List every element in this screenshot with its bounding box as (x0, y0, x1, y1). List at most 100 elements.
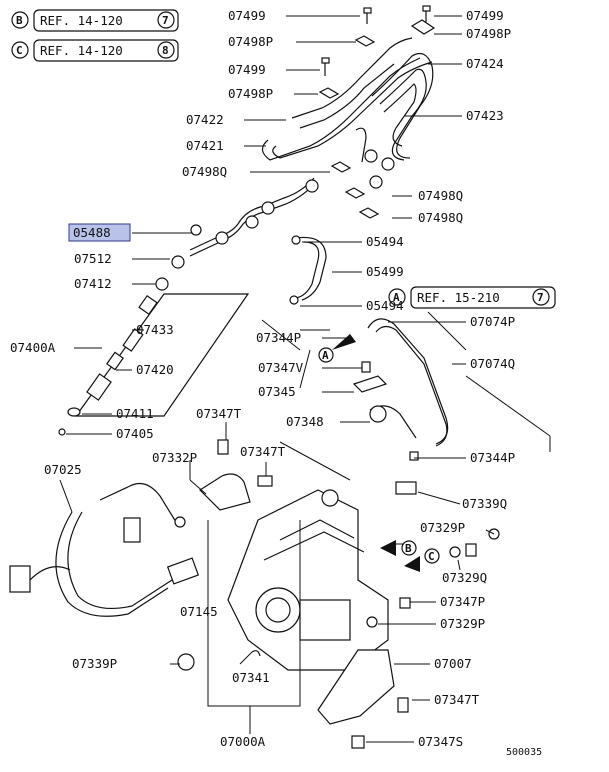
bracket-07345 (352, 375, 388, 393)
part-label[interactable]: 07339P (72, 656, 117, 671)
part-label[interactable]: 07145 (180, 604, 218, 619)
part-label[interactable]: 07347S (418, 734, 463, 749)
part-label[interactable]: 07339Q (462, 496, 507, 511)
part-label[interactable]: 05494 (366, 234, 404, 249)
part-label[interactable]: 07025 (44, 462, 82, 477)
ref-text: REF. 14-120 (40, 13, 123, 28)
pipe-07424b (272, 61, 433, 159)
part-label[interactable]: 07007 (434, 656, 472, 671)
part-label[interactable]: 07347T (196, 406, 242, 421)
ref-box-b[interactable]: B REF. 14-120 7 (11, 9, 179, 32)
part-label[interactable]: 07498P (228, 86, 273, 101)
injector-frame (74, 293, 250, 417)
hose-07074-b (375, 325, 448, 447)
highlighted-part-05488[interactable]: 05488 (68, 223, 131, 242)
part-label[interactable]: 07400A (10, 340, 56, 355)
part-label[interactable]: 07498P (228, 34, 273, 49)
part-label[interactable]: 07411 (116, 406, 154, 421)
part-label[interactable]: 07345 (258, 384, 296, 399)
callout-letter: B (405, 542, 412, 555)
ref-num: 8 (162, 44, 169, 57)
part-label[interactable]: 07498Q (418, 188, 463, 203)
ref-text: REF. 15-210 (417, 290, 500, 305)
clamp-icon (410, 19, 436, 35)
leader-lines (59, 15, 551, 743)
part-label[interactable]: 07499 (228, 62, 266, 77)
clamp-icon (318, 87, 340, 99)
arrow-c-marker[interactable]: C (404, 548, 440, 572)
part-label[interactable]: 07412 (74, 276, 112, 291)
part-label[interactable]: 07341 (232, 670, 270, 685)
bolt-icon (363, 7, 372, 24)
bolt-icon (422, 5, 431, 22)
arrow-a-marker[interactable]: A (318, 334, 356, 363)
bracket-07332P (199, 473, 251, 511)
pipe-07423c (383, 83, 417, 147)
part-label[interactable]: 07422 (186, 112, 224, 127)
diagram-id: 500035 (506, 747, 542, 758)
part-label[interactable]: 07344P (470, 450, 515, 465)
harness-07025-b (67, 511, 173, 609)
clamp-icon (330, 161, 352, 173)
part-label[interactable]: 07423 (466, 108, 504, 123)
part-label[interactable]: 07347P (440, 594, 485, 609)
bracket-07007 (317, 649, 395, 725)
part-label[interactable]: 07074P (470, 314, 515, 329)
clamp-icon (354, 35, 376, 47)
clamp-icon (358, 207, 380, 219)
bolt-icon (321, 57, 330, 76)
ref-num: 7 (162, 14, 169, 27)
ref-box-a[interactable]: A REF. 15-210 7 (388, 286, 556, 309)
clamp-icon (344, 187, 366, 199)
hose-07074 (367, 318, 449, 445)
part-label[interactable]: 07421 (186, 138, 224, 153)
part-label[interactable]: 07329P (440, 616, 485, 631)
part-label[interactable]: 07512 (74, 251, 112, 266)
part-label[interactable]: 07499 (228, 8, 266, 23)
callout-letter: C (428, 550, 435, 563)
part-label[interactable]: 07347T (240, 444, 286, 459)
ref-num: 7 (537, 291, 544, 304)
part-labels: 07499 07499 07498P 07498P 07499 07424 07… (10, 8, 542, 758)
pipe-07422b (299, 63, 395, 129)
ref-letter: C (16, 44, 23, 57)
part-label[interactable]: 05494 (366, 298, 404, 313)
harness-07025 (55, 511, 169, 617)
part-label[interactable]: 07000A (220, 734, 266, 749)
part-label: 05488 (73, 225, 111, 240)
part-label[interactable]: 07433 (136, 322, 174, 337)
part-label[interactable]: 07332P (152, 450, 197, 465)
part-label[interactable]: 07347T (434, 692, 480, 707)
pipe-07421 (355, 127, 367, 163)
leakoff-pipe (189, 177, 315, 251)
part-label[interactable]: 07329Q (442, 570, 487, 585)
part-label[interactable]: 07498Q (182, 164, 227, 179)
ref-text: REF. 14-120 (40, 43, 123, 58)
harness-wire (99, 483, 177, 523)
part-label[interactable]: 07420 (136, 362, 174, 377)
callout-letter: A (322, 349, 329, 362)
part-label[interactable]: 07498P (466, 26, 511, 41)
part-label[interactable]: 07344P (256, 330, 301, 345)
part-label[interactable]: 05499 (366, 264, 404, 279)
part-label[interactable]: 07424 (466, 56, 504, 71)
part-label[interactable]: 07499 (466, 8, 504, 23)
arrow-b-marker[interactable]: B (380, 540, 417, 556)
hose-05499 (295, 236, 327, 301)
part-label[interactable]: 07074Q (470, 356, 515, 371)
injection-pump-body (227, 489, 389, 671)
part-label[interactable]: 07405 (116, 426, 154, 441)
part-label[interactable]: 07498Q (418, 210, 463, 225)
part-label[interactable]: 07348 (286, 414, 324, 429)
part-illustrations (9, 5, 500, 749)
pipe-07422 (291, 37, 413, 119)
hose-05499-b (295, 241, 320, 299)
part-label[interactable]: 07347V (258, 360, 304, 375)
pipe-07423b (379, 68, 427, 161)
ref-letter: A (393, 291, 400, 304)
ref-box-c[interactable]: C REF. 14-120 8 (11, 39, 179, 62)
pipe-07423 (371, 53, 434, 159)
part-label[interactable]: 07329P (420, 520, 465, 535)
